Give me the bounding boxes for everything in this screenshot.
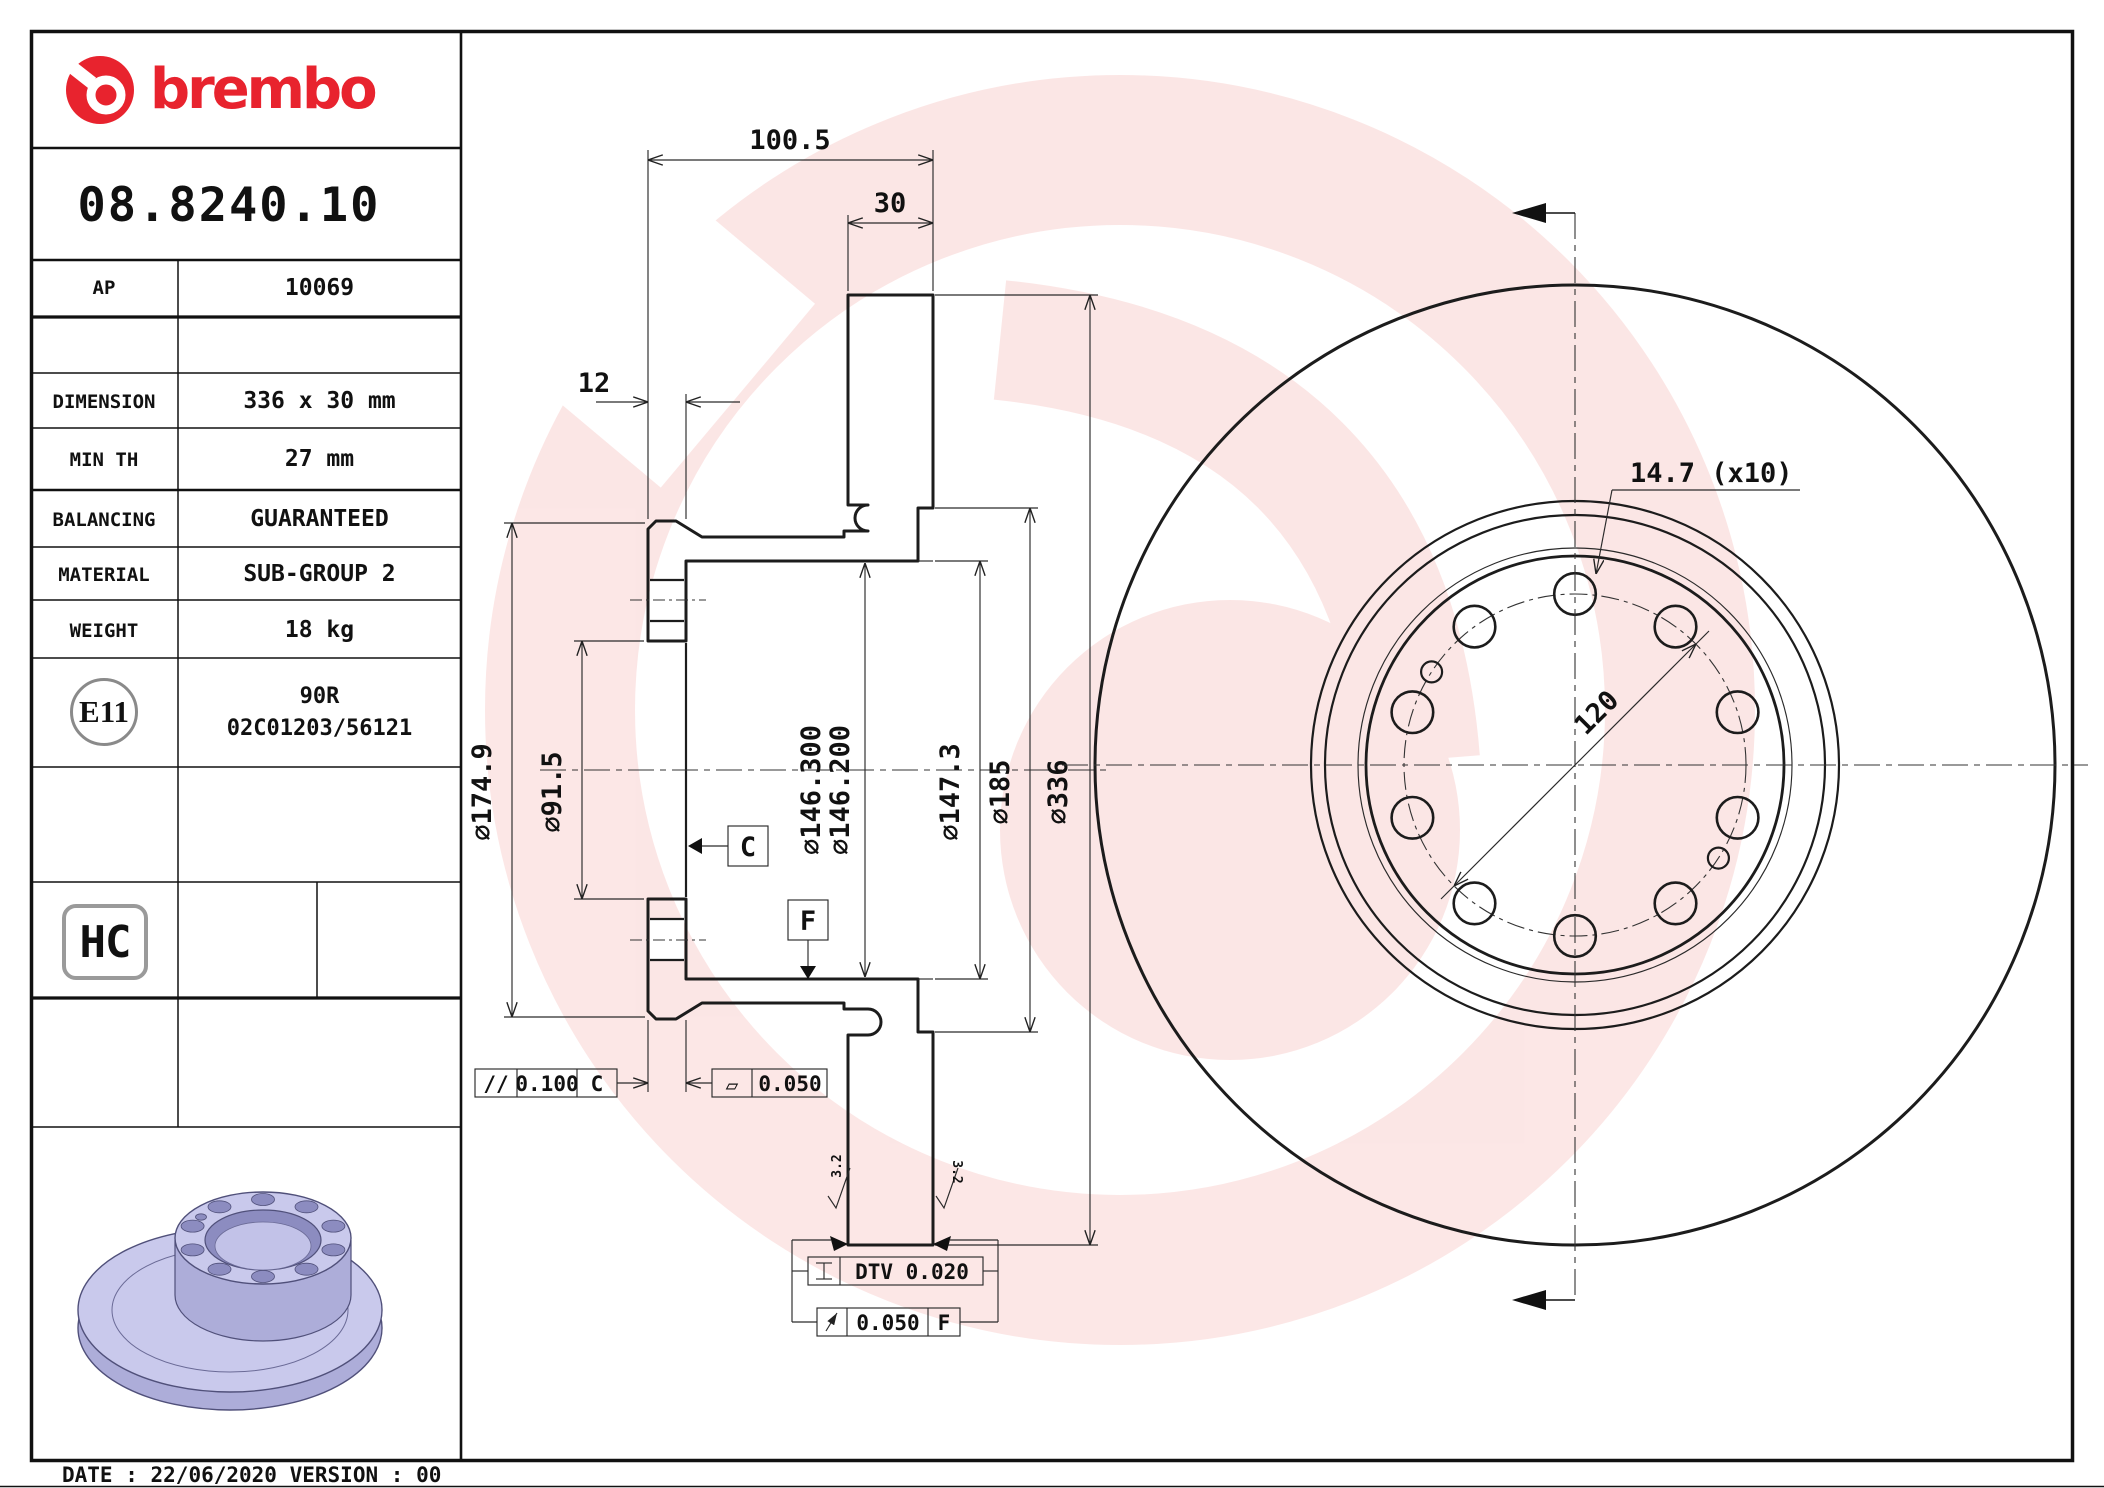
- version-label: VERSION :: [289, 1463, 404, 1487]
- roughness-left: 3.2: [827, 1154, 851, 1210]
- dim-center-bore: ∅146.300 ∅146.200: [796, 563, 865, 977]
- dim-flange-od-text: ∅174.9: [467, 743, 498, 841]
- runout-symbol: [825, 1312, 838, 1332]
- datum-f: F: [787, 899, 829, 979]
- parallelism-datum: C: [591, 1072, 604, 1096]
- dim-center-bore-hi-text: ∅146.300: [796, 725, 827, 855]
- row-value-dimension: 336 x 30 mm: [243, 388, 396, 414]
- dim-bolt-holes-text: 14.7 (x10): [1630, 458, 1793, 489]
- dim-recess: ∅147.3: [935, 560, 988, 980]
- dim-flange-thickness: 12: [578, 368, 740, 519]
- pin-holes: [1419, 660, 1731, 870]
- runout-datum: F: [938, 1311, 951, 1335]
- dim-center-bore-lo-text: ∅146.200: [825, 725, 856, 855]
- date-label: DATE :: [62, 1463, 138, 1487]
- row-value-weight: 18 kg: [284, 617, 355, 643]
- front-view: 14.7 (x10) 120: [1062, 203, 2088, 1310]
- dim-pilot-bore: ∅91.5: [537, 640, 644, 900]
- dim-overall-width-text: 100.5: [749, 125, 830, 156]
- brembo-logo-icon: [61, 56, 134, 124]
- dim-band-width-text: 30: [874, 188, 907, 219]
- section-upper-half: [646, 293, 935, 643]
- datum-c-label: C: [740, 832, 756, 863]
- dim-overall-width: 100.5: [647, 125, 934, 519]
- section-arrow-top: [1512, 203, 1575, 223]
- section-arrow-bottom: [1512, 1290, 1575, 1310]
- tolerance-dtv: DTV 0.020: [791, 1236, 999, 1322]
- homologation-line1: 90R: [299, 684, 340, 709]
- tolerance-runout: 0.050 F: [792, 1307, 998, 1337]
- row-label-minth: MIN TH: [69, 449, 139, 471]
- flatness-value: 0.050: [758, 1072, 821, 1096]
- dim-hat: ∅185: [935, 507, 1038, 1033]
- hc-badge: HC: [62, 904, 148, 980]
- datum-c: C: [688, 825, 769, 867]
- dim-band-width: 30: [847, 188, 933, 291]
- row-label-ap: AP: [92, 277, 116, 299]
- tolerance-parallelism: // 0.100 C: [474, 1020, 687, 1098]
- sheet-frame: [0, 29, 2104, 1488]
- dim-outer-diameter: ∅336: [935, 294, 1098, 1246]
- preview-bolt-holes: [180, 1193, 346, 1283]
- row-value-minth: 27 mm: [284, 446, 355, 472]
- roughness-left-text: 3.2: [830, 1154, 845, 1177]
- roughness-right-text: 3.2: [949, 1160, 964, 1183]
- row-label-material: MATERIAL: [58, 564, 150, 586]
- parallelism-symbol: //: [483, 1072, 508, 1096]
- row-value-balancing: GUARANTEED: [250, 506, 389, 532]
- tolerance-flatness: ▱ 0.050: [686, 1068, 828, 1098]
- runout-value: 0.050: [856, 1311, 919, 1335]
- footer-revision: DATE : 22/06/2020 VERSION : 00: [62, 1463, 441, 1487]
- row-label-balancing: BALANCING: [52, 509, 156, 531]
- parallelism-value: 0.100: [515, 1072, 578, 1096]
- dtv-value: DTV 0.020: [855, 1260, 969, 1284]
- part-number: 08.8240.10: [77, 178, 381, 233]
- cross-section-view: 100.5 30 12 ∅174.9: [467, 125, 1108, 1337]
- row-value-ap: 10069: [284, 275, 355, 301]
- dim-flange-thickness-text: 12: [578, 368, 611, 399]
- dim-bolt-holes: 14.7 (x10): [1596, 458, 1800, 574]
- dim-outer-diameter-text: ∅336: [1043, 759, 1074, 824]
- brembo-watermark: [384, 72, 1755, 1345]
- row-value-material: SUB-GROUP 2: [243, 561, 396, 587]
- row-label-dimension: DIMENSION: [52, 391, 156, 413]
- dim-flange-od: ∅174.9: [467, 522, 645, 1018]
- dtv-symbol: [816, 1262, 832, 1280]
- dim-recess-text: ∅147.3: [935, 743, 966, 841]
- datum-f-label: F: [800, 906, 816, 937]
- brand-wordmark: brembo: [150, 57, 378, 122]
- flatness-symbol: ▱: [726, 1073, 739, 1097]
- dim-hat-text: ∅185: [985, 759, 1016, 824]
- section-lower-half: [646, 897, 935, 1247]
- dim-pilot-bore-text: ∅91.5: [537, 751, 568, 832]
- homologation-line2: 02C01203/56121: [226, 716, 413, 741]
- roughness-right: 3.2: [935, 1160, 964, 1210]
- row-label-weight: WEIGHT: [69, 620, 139, 642]
- e11-homologation-badge: E11: [70, 678, 138, 746]
- disc-3d-preview: [77, 1191, 383, 1411]
- date-value: 22/06/2020: [150, 1463, 277, 1487]
- version-value: 00: [416, 1463, 442, 1487]
- flange-bolt-hole-upper: [630, 578, 706, 623]
- flange-bolt-hole-lower: [630, 917, 706, 962]
